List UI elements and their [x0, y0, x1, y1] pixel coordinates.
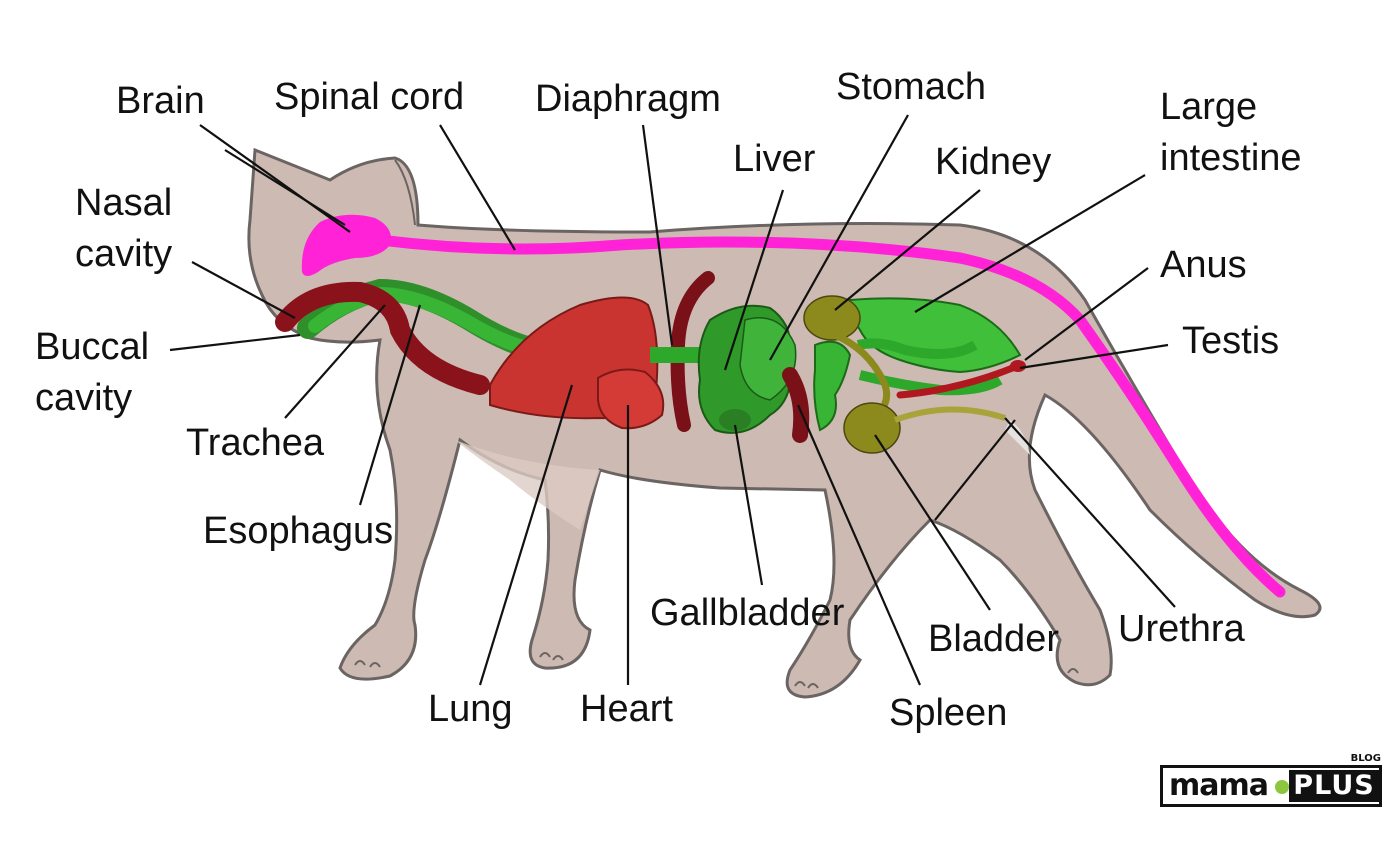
spleen-shape [782, 367, 810, 443]
gallbladder-shape [719, 409, 751, 431]
small-intestine-shape [813, 340, 852, 432]
label-nasal-cavity: Nasal cavity [75, 182, 173, 276]
trachea-shape [275, 281, 490, 395]
label-bladder: Bladder [928, 618, 1059, 660]
large-intestine-shape [848, 297, 1022, 374]
logo-mama-text: mama [1169, 768, 1269, 803]
mamaplus-logo: mama PLUS BLOG [1160, 753, 1382, 807]
leader-spleen [796, 404, 922, 686]
logo-blog-text: BLOG [1350, 753, 1381, 764]
brain-shape [301, 214, 391, 276]
leader-bladder [874, 434, 991, 611]
label-kidney: Kidney [935, 141, 1052, 183]
logo-plus-text: PLUS [1289, 770, 1379, 802]
chest-shading [455, 440, 600, 530]
leader-spinal-cord [439, 124, 516, 251]
paw-lines [354, 652, 1079, 689]
testis-shape [896, 361, 1024, 399]
label-lung: Lung [428, 688, 513, 730]
label-spinal-cord: Spinal cord [274, 76, 465, 118]
label-diaphragm: Diaphragm [535, 78, 721, 120]
label-large-intestine: Large intestine [1160, 86, 1302, 180]
label-esophagus: Esophagus [203, 510, 394, 552]
urethra-shape [893, 406, 1006, 423]
label-urethra: Urethra [1118, 608, 1245, 650]
esophagus-inner [308, 286, 545, 357]
leader-diaphragm [641, 124, 674, 346]
leader-gallbladder [733, 424, 764, 586]
leader-kidney [834, 189, 981, 311]
heart-shape [597, 368, 665, 430]
leader-brain-a [199, 124, 351, 233]
leader-lung [478, 384, 574, 686]
leader-urethra [1004, 417, 1176, 608]
leader-brain-b [224, 149, 346, 226]
leader-liver [723, 189, 785, 371]
diaphragm-shape [670, 271, 715, 432]
kidney-shape [803, 295, 861, 341]
label-buccal-cavity: Buccal cavity [35, 326, 150, 420]
leader-nasal-cavity [191, 261, 296, 319]
spinal-cord-shape [374, 234, 1286, 598]
leader-anus [1024, 267, 1149, 361]
leader-urethra-b [934, 419, 1016, 521]
bladder-shape [843, 402, 901, 454]
leader-stomach [769, 114, 909, 361]
label-heart: Heart [580, 688, 673, 730]
logo-dot-icon [1275, 780, 1289, 794]
leader-large-intestine [914, 174, 1146, 313]
leader-buccal-cavity [169, 333, 301, 352]
leader-lines [169, 114, 1176, 686]
ureter-shape [833, 331, 891, 415]
label-spleen: Spleen [889, 692, 1008, 734]
label-brain: Brain [116, 80, 205, 122]
label-gallbladder: Gallbladder [650, 592, 845, 634]
label-testis: Testis [1182, 320, 1280, 362]
ear-detail [394, 159, 416, 226]
leader-trachea [284, 304, 386, 419]
thigh-highlight [1005, 420, 1030, 455]
label-trachea: Trachea [186, 422, 324, 464]
anus-shape [1010, 360, 1026, 372]
label-anus: Anus [1160, 244, 1247, 286]
label-liver: Liver [733, 138, 816, 180]
leader-testis [1019, 343, 1169, 370]
label-stomach: Stomach [836, 66, 986, 108]
leader-esophagus [358, 304, 422, 506]
